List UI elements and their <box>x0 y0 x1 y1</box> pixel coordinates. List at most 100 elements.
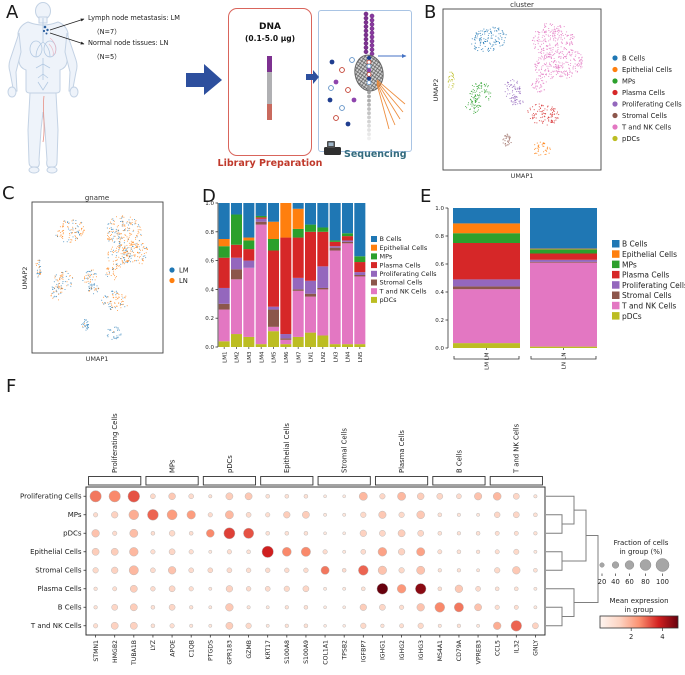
svg-text:0.0: 0.0 <box>435 346 444 352</box>
dotplot-row-pDCs <box>91 527 538 540</box>
legend-item-Proliferating-Cells: Proliferating Cells <box>612 100 682 108</box>
legend-item-T-and-NK-Cells: T and NK Cells <box>612 123 672 131</box>
dot-S100A8 <box>284 605 289 610</box>
svg-text:VPREB3: VPREB3 <box>475 640 482 664</box>
svg-text:GPR183: GPR183 <box>227 640 234 665</box>
dot-GPR183 <box>226 567 233 574</box>
dot-GNLY <box>533 549 538 554</box>
segment-Plasma-Cells <box>255 217 267 219</box>
dot-TUBA1B <box>128 565 139 576</box>
segment-Proliferating-Cells <box>341 240 354 242</box>
bar-LM7 <box>292 203 304 347</box>
umap-group-title: gname <box>85 194 109 202</box>
dot-IGHG2 <box>396 584 407 594</box>
svg-text:T and NK Cells: T and NK Cells <box>621 123 672 131</box>
svg-text:MPs: MPs <box>68 511 82 519</box>
dot-GZMB <box>246 549 251 555</box>
segment-Proliferating-Cells <box>218 287 230 304</box>
dot-COL1A1 <box>323 624 327 628</box>
dot-MS4A1 <box>437 512 443 518</box>
svg-text:0.4: 0.4 <box>435 290 444 296</box>
segment-pDCs <box>230 334 243 347</box>
svg-text:APOE: APOE <box>169 640 176 657</box>
bar-LN4 <box>341 203 354 347</box>
legend-item-Epithelial-Cells: Epithelial Cells <box>612 66 672 74</box>
panel-d-label: D <box>202 186 216 207</box>
dot-KRT17 <box>265 531 270 536</box>
dot-MS4A1 <box>437 586 443 592</box>
lymph-node-cluster <box>42 25 49 35</box>
sequencing-label: Sequencing <box>344 149 407 160</box>
dot-PTGDS <box>208 549 213 554</box>
segment-Stromal-Cells <box>267 309 280 327</box>
legend-item-B-Cells: B Cells <box>371 235 402 243</box>
segment-Epithelial-Cells <box>453 223 520 234</box>
segment-Epithelial-Cells <box>243 237 255 241</box>
bar-LM2 <box>230 203 243 347</box>
svg-text:CD79A: CD79A <box>456 639 463 661</box>
svg-text:LM: LM <box>485 362 491 370</box>
dot-APOE <box>168 492 176 500</box>
dna-amount: (0.1-5.0 μg) <box>244 34 296 43</box>
bar-LM4 <box>255 203 267 347</box>
svg-text:LN: LN <box>562 362 568 369</box>
legend-item-Stromal-Cells: Stromal Cells <box>612 112 667 120</box>
dot-S100A9 <box>302 510 310 519</box>
svg-text:Plasma Cells: Plasma Cells <box>380 261 422 269</box>
segment-T-and-NK-Cells <box>317 289 329 336</box>
svg-text:KRT17: KRT17 <box>265 640 272 660</box>
dot-C1QB <box>189 623 194 628</box>
segment-Stromal-Cells <box>218 303 230 310</box>
dot-IGFBP7 <box>361 586 366 592</box>
dot-APOE <box>169 623 175 629</box>
bar-LM <box>453 208 520 348</box>
dot-IGHG3 <box>416 603 425 612</box>
dot-GNLY <box>533 512 538 518</box>
dot-GNLY <box>532 622 539 630</box>
dot-IGHG2 <box>398 548 406 556</box>
dot-IGHG3 <box>417 492 425 500</box>
legend-item-Plasma-Cells: Plasma Cells <box>371 261 421 269</box>
svg-text:Stromal Cells: Stromal Cells <box>622 112 667 120</box>
dotplot-row-T-and-NK-Cells <box>93 620 539 632</box>
svg-text:Epithelial Cells: Epithelial Cells <box>380 244 428 252</box>
svg-text:Proliferating Cells: Proliferating Cells <box>111 413 119 473</box>
dot-CCL5 <box>493 492 502 501</box>
segment-pDCs <box>243 336 255 347</box>
dot-VPREB3 <box>474 492 483 501</box>
svg-text:B Cells: B Cells <box>58 604 82 612</box>
dot-APOE <box>168 530 176 537</box>
segment-Stromal-Cells <box>530 261 597 263</box>
segment-B-Cells <box>304 203 317 225</box>
svg-text:pDCs: pDCs <box>622 135 640 143</box>
bar-LN1 <box>304 203 317 347</box>
svg-text:MPs: MPs <box>622 260 637 269</box>
dot-GZMB <box>246 605 251 610</box>
dot-HMGB2 <box>112 530 118 536</box>
dot-STMN1 <box>93 605 98 610</box>
umap-group-points <box>35 215 148 340</box>
dot-VPREB3 <box>475 586 481 592</box>
svg-text:LN1: LN1 <box>309 352 315 363</box>
dot-HMGB2 <box>111 511 119 519</box>
legend-item-LN: LN <box>169 277 188 285</box>
segment-pDCs <box>218 341 230 347</box>
panel-c-label: C <box>2 183 15 204</box>
dot-GNLY <box>533 568 538 573</box>
dot-STMN1 <box>93 586 98 591</box>
dot-PTGDS <box>207 512 213 518</box>
body-illustration <box>7 2 79 174</box>
dot-S100A8 <box>284 623 289 628</box>
dot-LYZ <box>147 509 159 521</box>
legend-item-Plasma-Cells: Plasma Cells <box>612 271 669 280</box>
dot-GZMB <box>245 622 252 629</box>
segment-Proliferating-Cells <box>243 260 255 268</box>
library-preparation-label: Library Preparation <box>217 158 323 169</box>
svg-text:LM3: LM3 <box>247 351 253 363</box>
legend-item-Proliferating-Cells: Proliferating Cells <box>371 270 437 278</box>
dot-CD79A <box>456 623 461 628</box>
segment-Stromal-Cells <box>292 289 304 291</box>
legend-item-MPs: MPs <box>371 253 393 261</box>
